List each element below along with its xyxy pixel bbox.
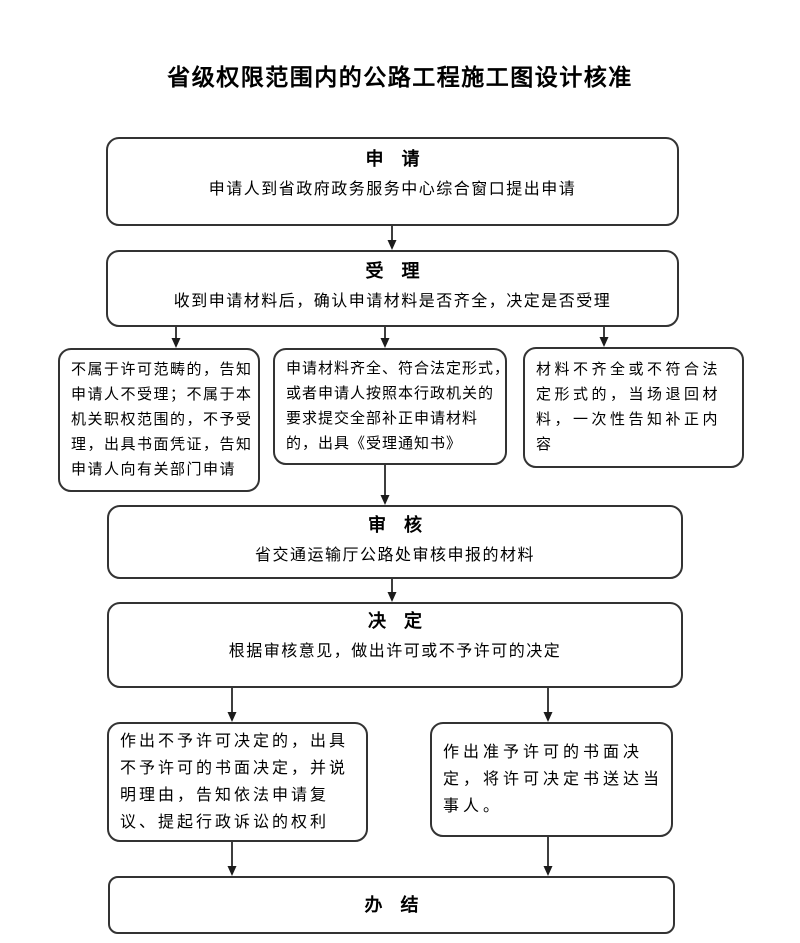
arrow-decide-to-grant [543, 688, 553, 722]
node-outcome-accepted: 申请材料齐全、符合法定形式， 或者申请人按照本行政机关的 要求提交全部补正申请材… [273, 348, 511, 465]
arrow-apply-to-accept [387, 226, 397, 250]
text-line: 明理由，告知依法申请复 [120, 787, 330, 804]
node-accept: 受 理 收到申请材料后，确认申请材料是否齐全，决定是否受理 [106, 250, 679, 327]
text-line: 理，出具书面凭证，告知 [71, 436, 253, 453]
flowchart-title: 省级权限范围内的公路工程施工图设计核准 [167, 64, 633, 90]
node-review: 审 核 省交通运输厅公路处审核申报的材料 [107, 505, 683, 579]
text-line: 不予许可的书面决定，并说 [120, 760, 349, 777]
text-line: 议、提起行政诉讼的权利 [120, 814, 330, 831]
text-line: 申请人不受理；不属于本 [71, 386, 253, 403]
text-line: 定形式的，当场退回材 [536, 386, 722, 403]
node-result-grant: 作出准予许可的书面决 定，将许可决定书送达当 事人。 [430, 722, 673, 837]
node-apply: 申 请 申请人到省政府政务服务中心综合窗口提出申请 [106, 137, 679, 226]
arrow-accept-to-returned [599, 327, 609, 347]
text-line: 定，将许可决定书送达当 [443, 771, 664, 788]
arrow-accepted-to-review [380, 465, 390, 505]
arrow-deny-to-finish [227, 842, 237, 876]
text-line: 申请材料齐全、符合法定形式， [286, 360, 511, 377]
text-line: 材料不齐全或不符合法 [536, 361, 722, 378]
node-decide-desc: 根据审核意见，做出许可或不予许可的决定 [228, 642, 562, 660]
node-finish: 办 结 [108, 876, 675, 934]
arrow-grant-to-finish [543, 837, 553, 876]
arrow-accept-to-accepted [380, 327, 390, 348]
node-accept-label: 受 理 [365, 261, 420, 281]
text-line: 的，出具《受理通知书》 [286, 435, 463, 452]
text-line: 申请人向有关部门申请 [71, 461, 237, 478]
text-line: 作出准予许可的书面决 [443, 744, 644, 761]
text-line: 料，一次性告知补正内 [536, 411, 722, 428]
arrow-accept-to-not-accepted [171, 327, 181, 348]
node-review-desc: 省交通运输厅公路处审核申报的材料 [254, 546, 535, 564]
node-outcome-not-accepted: 不属于许可范畴的，告知 申请人不受理；不属于本 机关职权范围的，不予受 理，出具… [58, 348, 260, 492]
node-outcome-returned: 材料不齐全或不符合法 定形式的，当场退回材 料，一次性告知补正内 容 [523, 347, 744, 468]
text-line: 要求提交全部补正申请材料 [286, 410, 479, 427]
arrow-review-to-decide [387, 579, 397, 602]
text-line: 机关职权范围的，不予受 [71, 411, 253, 428]
node-result-deny: 作出不予许可决定的，出具 不予许可的书面决定，并说 明理由，告知依法申请复 议、… [107, 722, 368, 842]
text-line: 不属于许可范畴的，告知 [71, 361, 253, 378]
arrow-decide-to-deny [227, 688, 237, 722]
node-finish-label: 办 结 [364, 895, 419, 915]
node-decide-label: 决 定 [368, 610, 422, 631]
text-line: 作出不予许可决定的，出具 [120, 733, 349, 750]
node-accept-desc: 收到申请材料后，确认申请材料是否齐全，决定是否受理 [173, 293, 612, 310]
node-apply-label: 申 请 [365, 149, 420, 169]
node-review-label: 审 核 [368, 514, 422, 535]
text-line: 容 [536, 436, 555, 453]
node-decide: 决 定 根据审核意见，做出许可或不予许可的决定 [107, 602, 683, 688]
text-line: 事人。 [443, 798, 504, 815]
text-line: 或者申请人按照本行政机关的 [286, 385, 495, 402]
node-apply-desc: 申请人到省政府政务服务中心综合窗口提出申请 [208, 181, 577, 198]
